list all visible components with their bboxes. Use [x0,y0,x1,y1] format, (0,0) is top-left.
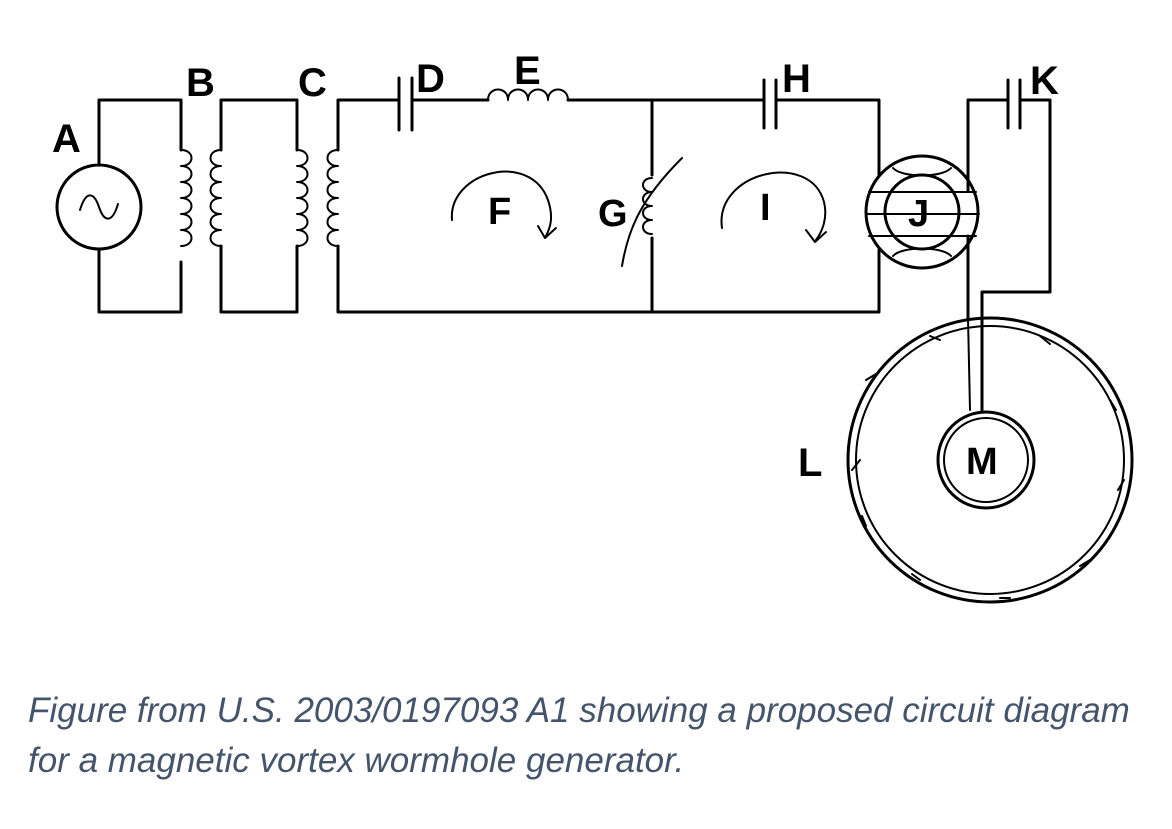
label-c: C [298,61,327,105]
capacitor-k [966,78,1052,412]
transformer-c [296,98,654,314]
figure-caption: Figure from U.S. 2003/0197093 A1 showing… [28,691,1130,780]
label-i: I [760,187,771,229]
toroid-j [864,154,980,270]
current-loop-f-arrow [450,170,557,239]
transformer-b [180,98,299,314]
label-k: K [1030,59,1059,103]
label-e: E [514,49,541,93]
current-loop-i-arrow [720,171,827,243]
label-j: J [908,193,929,235]
label-d: D [416,57,445,101]
ac-source [55,98,183,314]
circuit-diagram: A B C D E F G H I J K L M [52,49,1134,604]
label-h: H [782,57,811,101]
large-coil-l [846,316,1134,604]
label-g: G [598,193,628,235]
capacitor-h [650,78,881,314]
label-m: M [966,441,998,483]
label-l: L [798,441,822,485]
label-a: A [52,117,81,161]
capacitor-d [397,76,490,132]
label-b: B [186,61,215,105]
variable-inductor-g [621,157,683,267]
small-coil-m [936,410,1036,510]
label-f: F [488,191,511,233]
